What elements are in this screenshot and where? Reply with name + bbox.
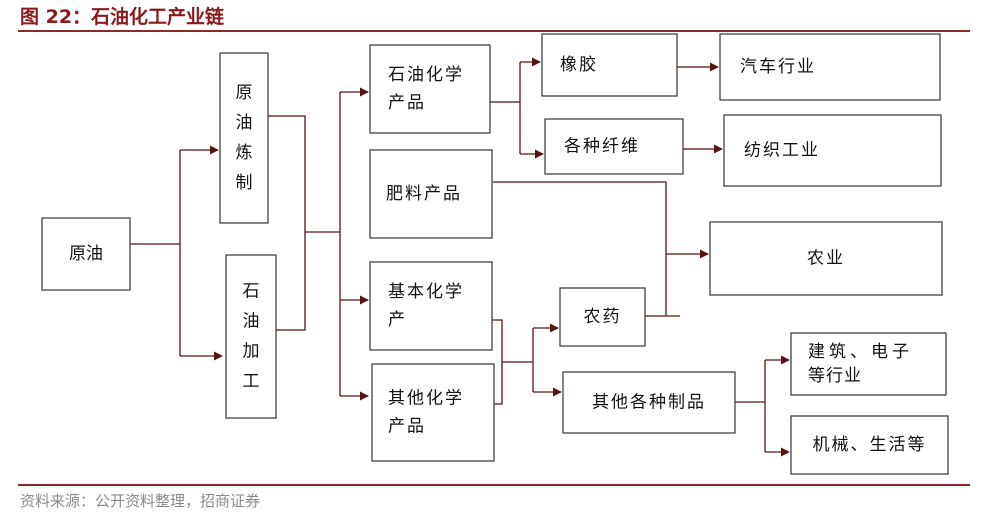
- node-rubber: 橡胶: [541, 33, 678, 97]
- node-box: [219, 52, 269, 224]
- node-label-line: 橡胶: [560, 55, 598, 75]
- node-label-line: 油: [243, 312, 260, 332]
- node-box: [369, 261, 493, 351]
- node-label-line: 建筑、电子: [808, 342, 913, 362]
- node-pesticide: 农药: [559, 287, 646, 347]
- node-label-line: 炼: [236, 143, 253, 163]
- node-box: [562, 371, 736, 434]
- node-box: [369, 44, 491, 134]
- node-fertilizer: 肥料产品: [369, 149, 493, 239]
- edge-fertilizer-out: [493, 181, 667, 316]
- node-machinery: 机械、生活等: [790, 415, 949, 475]
- node-label-line: 石油化学: [388, 65, 464, 85]
- node-label-line: 产品: [388, 417, 426, 437]
- node-label-line: 纺织工业: [744, 141, 820, 161]
- node-label-line: 产: [388, 310, 407, 330]
- node-fibers: 各种纤维: [544, 118, 684, 175]
- node-label-line: 农药: [584, 307, 622, 327]
- figure-title: 图 22：石油化工产业链: [20, 6, 225, 28]
- node-textile: 纺织工业: [723, 114, 942, 187]
- node-other-products: 其他各种制品: [562, 371, 736, 434]
- node-box: [709, 221, 943, 296]
- node-box: [723, 114, 942, 187]
- node-label-line: 其他各种制品: [592, 393, 706, 413]
- node-label-line: 等行业: [808, 366, 862, 386]
- node-label-line: 油: [236, 113, 253, 133]
- node-crude-oil: 原油: [41, 217, 131, 291]
- node-box: [225, 254, 277, 419]
- source-note: 资料来源：公开资料整理，招商证券: [20, 492, 261, 510]
- node-box: [544, 118, 684, 175]
- node-box: [369, 149, 493, 239]
- node-auto: 汽车行业: [719, 33, 941, 101]
- node-label-line: 工: [243, 372, 260, 392]
- node-label-line: 加: [243, 342, 260, 362]
- edge-refining-out: [268, 115, 306, 331]
- node-label-line: 汽车行业: [740, 57, 816, 77]
- node-label-line: 原油: [69, 244, 103, 264]
- footer-rule: [18, 484, 970, 486]
- connector-lines: [130, 57, 790, 457]
- node-box: [371, 363, 495, 462]
- node-label-line: 农业: [807, 249, 845, 269]
- node-label-line: 机械、生活等: [813, 435, 927, 455]
- node-label-line: 各种纤维: [564, 137, 640, 157]
- node-label-line: 产品: [388, 93, 426, 113]
- node-label-line: 原: [236, 83, 253, 103]
- node-box: [790, 415, 949, 475]
- node-box: [719, 33, 941, 101]
- node-label-line: 肥料产品: [386, 184, 462, 204]
- node-box: [41, 217, 131, 291]
- node-box: [541, 33, 678, 97]
- node-label-line: 其他化学: [388, 389, 464, 409]
- node-box: [559, 287, 646, 347]
- node-label-line: 制: [236, 173, 253, 193]
- node-box: [790, 332, 947, 396]
- node-label-line: 基本化学: [388, 282, 464, 302]
- title-rule: [18, 30, 970, 32]
- node-label-line: 石: [243, 282, 260, 302]
- node-agriculture: 农业: [709, 221, 943, 296]
